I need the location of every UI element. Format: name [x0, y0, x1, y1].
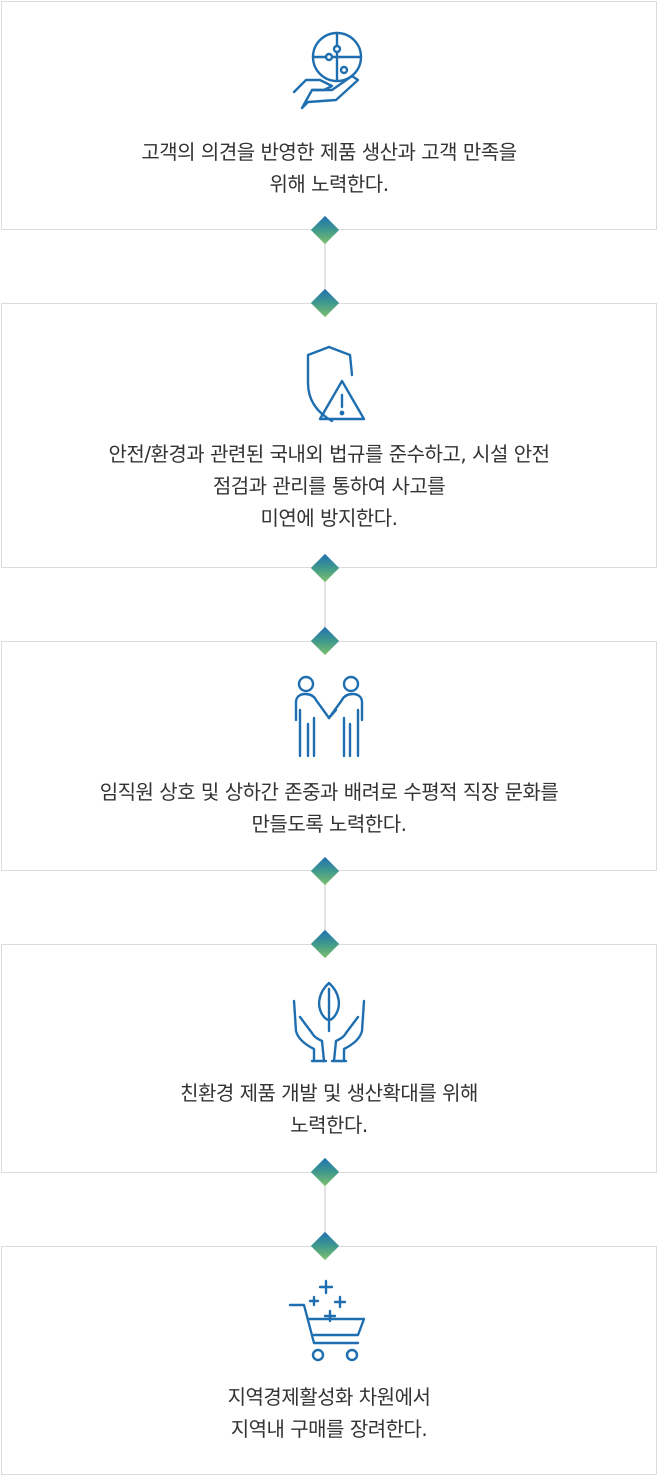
- policy-text-eco: 친환경 제품 개발 및 생산확대를 위해 노력한다.: [22, 1077, 636, 1141]
- policy-line: 점검과 관리를 통하여 사고를: [212, 474, 446, 498]
- policy-line: 임직원 상호 및 상하간 존중과 배려로 수평적 직장 문화를: [99, 780, 559, 804]
- policy-line: 만들도록 노력한다.: [251, 812, 407, 836]
- shield-warning-icon: [284, 339, 374, 429]
- policy-text-local: 지역경제활성화 차원에서 지역내 구매를 장려한다.: [22, 1381, 636, 1445]
- connector-line-3: [324, 870, 326, 946]
- policy-line: 미연에 방지한다.: [260, 506, 398, 530]
- people-handshake-icon: [284, 670, 374, 760]
- connector-line-1: [324, 229, 326, 305]
- policy-line: 지역내 구매를 장려한다.: [230, 1417, 428, 1441]
- policy-card-local: 지역경제활성화 차원에서 지역내 구매를 장려한다.: [1, 1246, 657, 1475]
- policy-line: 친환경 제품 개발 및 생산확대를 위해: [180, 1081, 478, 1105]
- policy-card-safety: 안전/환경과 관련된 국내외 법규를 준수하고, 시설 안전 점검과 관리를 통…: [1, 303, 657, 568]
- puzzle-hand-icon: [284, 24, 374, 114]
- shopping-cart-plus-icon: [284, 1275, 374, 1365]
- connector-line-2: [324, 567, 326, 643]
- policy-line: 노력한다.: [290, 1113, 368, 1137]
- connector-line-4: [324, 1172, 326, 1248]
- policy-line: 고객의 의견을 반영한 제품 생산과 고객 만족을: [141, 140, 517, 164]
- policy-line: 안전/환경과 관련된 국내외 법규를 준수하고, 시설 안전: [108, 442, 550, 466]
- hands-leaf-icon: [284, 975, 374, 1065]
- policy-card-customer: 고객의 의견을 반영한 제품 생산과 고객 만족을 위해 노력한다.: [1, 1, 657, 230]
- policy-line: 지역경제활성화 차원에서: [227, 1385, 431, 1409]
- policy-text-customer: 고객의 의견을 반영한 제품 생산과 고객 만족을 위해 노력한다.: [22, 136, 636, 200]
- policy-text-culture: 임직원 상호 및 상하간 존중과 배려로 수평적 직장 문화를 만들도록 노력한…: [22, 776, 636, 840]
- policy-text-safety: 안전/환경과 관련된 국내외 법규를 준수하고, 시설 안전 점검과 관리를 통…: [22, 438, 636, 534]
- policy-line: 위해 노력한다.: [269, 172, 389, 196]
- policy-card-eco: 친환경 제품 개발 및 생산확대를 위해 노력한다.: [1, 944, 657, 1173]
- policy-card-culture: 임직원 상호 및 상하간 존중과 배려로 수평적 직장 문화를 만들도록 노력한…: [1, 641, 657, 871]
